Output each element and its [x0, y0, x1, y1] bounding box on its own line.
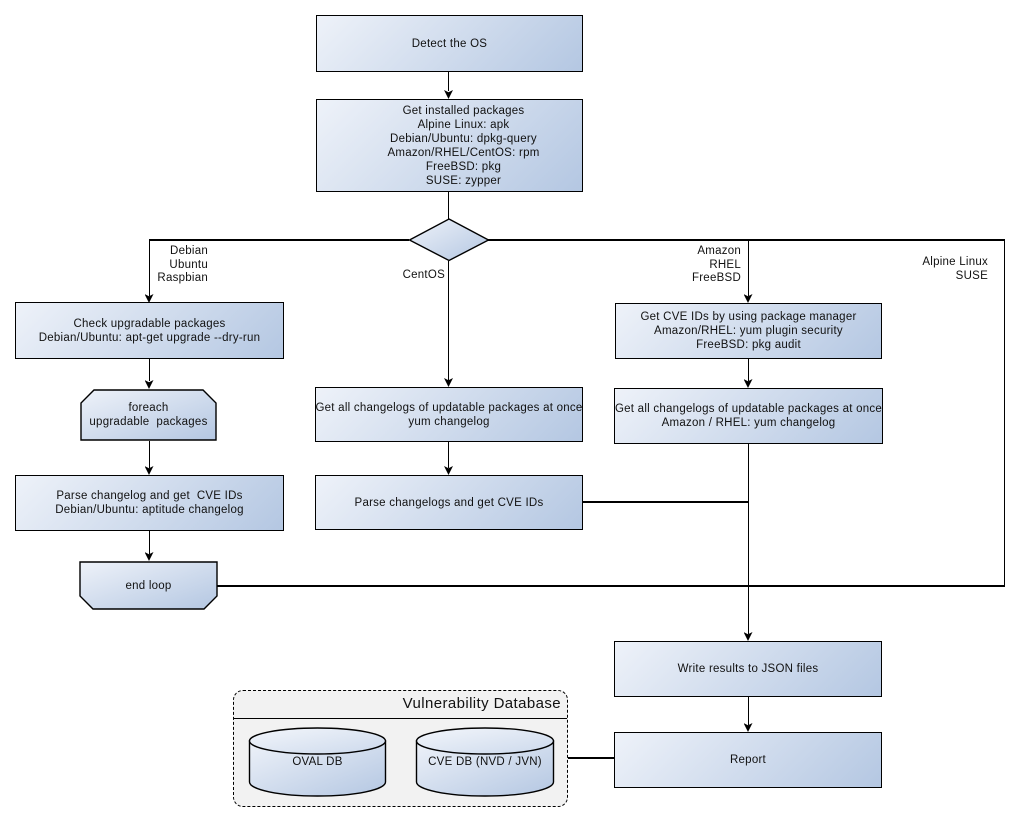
connector-parsechangelogs-join	[583, 501, 749, 503]
connector-foreach-to-parse	[148, 441, 150, 468]
diamond-shape	[408, 218, 490, 262]
connector-decision-left-branch	[148, 239, 409, 241]
arrowhead	[743, 294, 753, 303]
node-label: Check upgradable packages Debian/Ubuntu:…	[38, 317, 261, 344]
cylinder-oval-db: OVAL DB	[248, 727, 387, 797]
group-title: Vulnerability Database	[402, 695, 561, 712]
node-label: Write results to JSON files	[677, 663, 819, 675]
arrowhead	[743, 379, 753, 388]
arrowhead	[144, 380, 154, 389]
connector-detect-to-installed	[448, 71, 450, 91]
connector-cveids-to-changelogs	[747, 359, 749, 381]
edge-label-alpine-linux-suse: Alpine Linux SUSE	[922, 256, 988, 282]
connector-amazon-branch-down	[747, 240, 749, 296]
node-label: end loop	[125, 579, 172, 592]
node-get-installed-packages: Get installed packages Alpine Linux: apk…	[316, 99, 583, 192]
node-check-upgradable-packages: Check upgradable packages Debian/Ubuntu:…	[15, 302, 284, 359]
edge-label-debian-ubuntu-raspbian: Debian Ubuntu Raspbian	[157, 245, 208, 284]
node-parse-changelogs: Parse changelogs and get CVE IDs	[315, 475, 583, 530]
node-label: Parse changelogs and get CVE IDs	[354, 496, 544, 509]
connector-merge-to-write	[747, 444, 749, 634]
arrowhead	[144, 466, 154, 475]
cylinder-label: OVAL DB	[292, 756, 343, 768]
connector-debian-branch-down	[148, 240, 150, 296]
connector-yum-to-parse	[448, 442, 450, 468]
node-get-changelogs-yum: Get all changelogs of updatable packages…	[315, 387, 583, 442]
database-cylinder-icon	[248, 727, 387, 797]
arrowhead	[743, 723, 753, 732]
node-get-changelogs-amazon-rhel: Get all changelogs of updatable packages…	[614, 388, 883, 444]
decision-os-diamond	[408, 218, 490, 262]
node-foreach-upgradable-packages: foreach upgradable packages	[80, 389, 217, 441]
node-label: Get all changelogs of updatable packages…	[315, 401, 583, 428]
connector-check-to-foreach	[148, 359, 150, 381]
connector-decision-right-branch	[488, 239, 1005, 241]
loop-end-shape	[79, 561, 218, 610]
node-get-cve-ids-package-manager: Get CVE IDs by using package manager Ama…	[615, 303, 882, 359]
edge-label-amazon-rhel-freebsd: Amazon RHEL FreeBSD	[691, 245, 741, 284]
cylinder-cve-db: CVE DB (NVD / JVN)	[415, 727, 555, 797]
edge-label-centos: CentOS	[402, 269, 445, 281]
node-label: Get CVE IDs by using package manager Ama…	[640, 311, 857, 351]
node-write-results-json: Write results to JSON files	[614, 641, 882, 697]
node-label: Get all changelogs of updatable packages…	[614, 403, 883, 429]
arrowhead	[743, 632, 753, 641]
connector-parse-to-endloop	[148, 531, 150, 554]
arrowhead	[144, 294, 154, 303]
node-detect-os: Detect the OS	[316, 15, 583, 72]
database-cylinder-icon	[415, 727, 555, 797]
connector-endloop-join	[217, 585, 1005, 587]
connector-database-to-report	[568, 757, 615, 759]
cylinder-label: CVE DB (NVD / JVN)	[428, 756, 542, 768]
connector-centos-branch-down	[448, 261, 450, 381]
node-label: Detect the OS	[411, 37, 488, 50]
node-label: Parse changelog and get CVE IDs Debian/U…	[55, 490, 244, 516]
connector-write-to-report	[747, 697, 749, 725]
node-report: Report	[614, 732, 882, 788]
node-end-loop: end loop	[79, 561, 218, 610]
node-label: Get installed packages Alpine Linux: apk…	[387, 104, 540, 187]
loop-start-shape	[80, 389, 217, 441]
node-label: foreach upgradable packages	[89, 402, 208, 428]
arrowhead	[144, 552, 154, 561]
group-title-rule	[234, 718, 567, 720]
arrowhead	[444, 466, 453, 475]
node-label: Report	[729, 754, 767, 766]
connector-installed-to-decision	[448, 192, 450, 220]
connector-alpine-branch-down	[1003, 240, 1005, 587]
arrowhead	[444, 90, 453, 99]
node-parse-changelog-debian: Parse changelog and get CVE IDs Debian/U…	[15, 475, 284, 531]
arrowhead	[444, 378, 453, 387]
